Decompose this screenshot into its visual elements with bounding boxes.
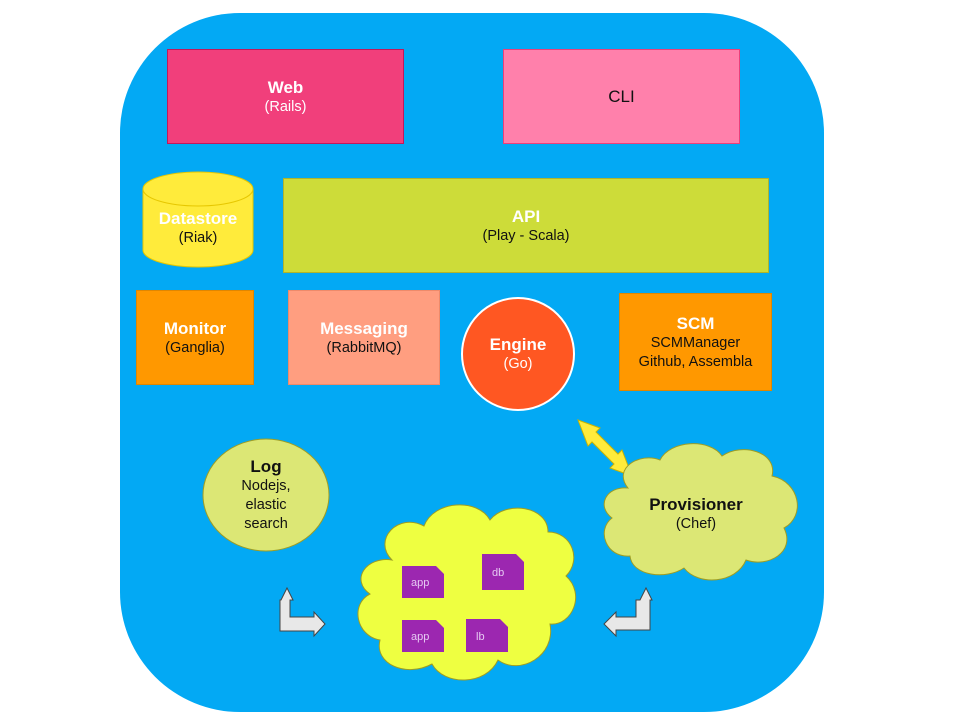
node-chip-label: lb <box>476 631 485 643</box>
cli-component: CLI <box>503 49 740 144</box>
messaging-title: Messaging <box>320 318 408 338</box>
datastore-title: Datastore <box>158 209 238 228</box>
log-line3: search <box>244 516 288 532</box>
scm-title: SCM <box>676 313 715 333</box>
node-chip-app-2: app <box>402 620 444 652</box>
web-component: Web (Rails) <box>167 49 404 144</box>
compute-cloud-shape <box>357 504 577 681</box>
cli-title: CLI <box>608 87 635 106</box>
provisioner-title: Provisioner <box>649 495 743 514</box>
api-subtitle: (Play - Scala) <box>482 227 570 244</box>
node-chip-db: db <box>482 554 524 590</box>
node-chip-label: app <box>411 631 429 643</box>
api-title: API <box>511 206 541 226</box>
web-subtitle: (Rails) <box>264 98 307 115</box>
monitor-title: Monitor <box>163 318 227 338</box>
web-title: Web <box>267 77 304 97</box>
provisioner-cloud-bent-arrow <box>603 586 653 638</box>
provisioner-component: Provisioner (Chef) <box>626 490 766 538</box>
engine-provisioner-double-arrow <box>577 419 633 477</box>
scm-component: SCM SCMManager Github, Assembla <box>619 293 772 391</box>
node-chip-lb: lb <box>466 619 508 652</box>
provisioner-cloud-shape <box>603 443 798 581</box>
monitor-subtitle: (Ganglia) <box>165 339 225 356</box>
log-circle-shape <box>202 438 330 552</box>
node-chip-label: app <box>411 577 429 589</box>
log-component: Log Nodejs, elastic search <box>214 452 318 538</box>
log-line1: Nodejs, <box>241 478 291 494</box>
provisioner-subtitle: (Chef) <box>675 516 717 532</box>
datastore-subtitle: (Riak) <box>178 230 218 246</box>
node-chip-label: db <box>492 567 504 579</box>
engine-subtitle: (Go) <box>503 356 533 372</box>
scm-line1: SCMManager <box>650 334 741 351</box>
api-component: API (Play - Scala) <box>283 178 769 273</box>
log-cloud-bent-arrow <box>279 586 326 638</box>
log-line2: elastic <box>245 497 287 513</box>
engine-title: Engine <box>489 335 547 354</box>
messaging-subtitle: (RabbitMQ) <box>326 339 402 356</box>
node-chip-app-1: app <box>402 566 444 598</box>
log-title: Log <box>250 457 282 476</box>
datastore-component: Datastore (Riak) <box>143 206 253 250</box>
scm-line2: Github, Assembla <box>638 353 753 370</box>
messaging-component: Messaging (RabbitMQ) <box>288 290 440 385</box>
engine-component: Engine (Go) <box>461 297 575 411</box>
monitor-component: Monitor (Ganglia) <box>136 290 254 385</box>
